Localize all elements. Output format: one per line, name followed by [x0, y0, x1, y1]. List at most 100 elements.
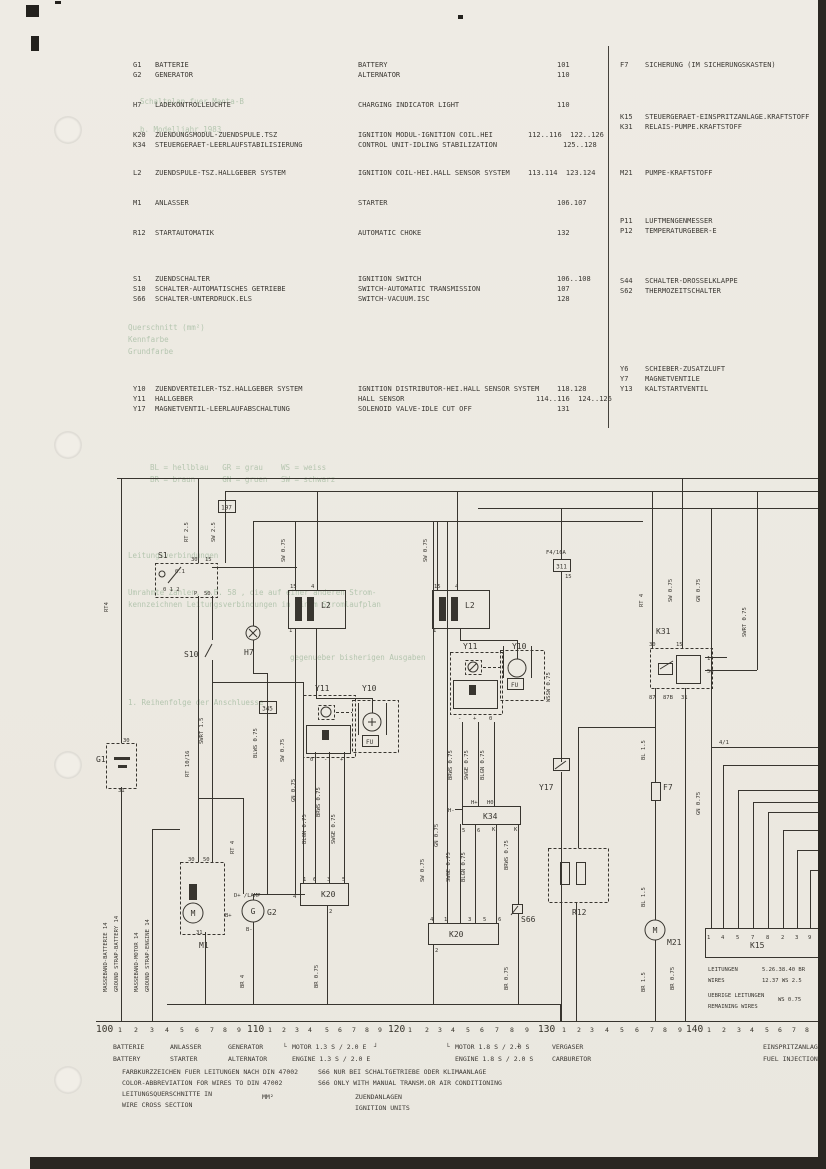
punch-hole — [54, 1066, 82, 1094]
legend-name-en: STARTER — [358, 199, 388, 207]
schematic-label: M1 — [199, 941, 209, 950]
wire-color-label: BL 1.5 — [641, 887, 647, 907]
schematic-label: 5 — [483, 917, 486, 923]
component-circle — [507, 658, 527, 678]
schematic-label: 2 — [781, 935, 784, 941]
legend-code: S66 — [133, 295, 146, 303]
component-box — [288, 590, 346, 629]
component-filled-bar — [114, 757, 130, 760]
wire-color-label: BRWS 0.75 — [448, 750, 454, 780]
schematic-label: K — [492, 827, 496, 833]
schematic-label: 0.1 — [175, 569, 185, 575]
scale-minor-number: 7 — [495, 1026, 499, 1034]
wire-color-label: WSSW 0.75 — [546, 672, 552, 702]
legend-code: S62 — [620, 287, 633, 295]
bleedthrough-text: BR = braun GN = gruen SW = schwarz — [150, 475, 336, 484]
wire-color-label: BLGN 0.75 — [302, 814, 308, 844]
schematic-label: 3 — [468, 917, 471, 923]
wire-color-label: GN 0.75 — [696, 792, 702, 815]
component-contact-line — [248, 628, 258, 638]
schematic-label: - — [324, 757, 327, 763]
component-circle — [158, 570, 166, 578]
wire-color-label: SW 0.75 — [281, 539, 287, 562]
legend-name-de: HALLGEBER — [155, 395, 193, 403]
scale-minor-number: 7 — [792, 1026, 796, 1034]
bleedthrough-text: Schaltplan fuer Manta-B — [140, 97, 244, 106]
schematic-label: 2 — [329, 909, 332, 915]
schematic-label: REMAINING WIRES — [708, 1004, 758, 1010]
legend-name-en: IGNITION SWITCH — [358, 275, 422, 283]
component-contact-line — [167, 566, 182, 584]
wire-reference-box — [553, 559, 571, 572]
scale-minor-number: 7 — [210, 1026, 214, 1034]
legend-name-de: STARTAUTOMATIK — [155, 229, 215, 237]
component-dashed-outline — [352, 700, 399, 753]
scale-minor-number: 1 — [408, 1026, 412, 1034]
wire-color-label: SWGE 0.75 — [446, 852, 452, 882]
legend-circuit-numbers: 110 — [557, 101, 570, 109]
component-box — [560, 862, 570, 885]
legend-code: K34 — [133, 141, 146, 149]
wire-color-label: BR 4 — [240, 974, 246, 988]
legend-name-de: SCHALTER-AUTOMATISCHES GETRIEBE — [155, 285, 286, 293]
scale-minor-number: 6 — [338, 1026, 342, 1034]
legend-code: F7 — [620, 61, 629, 69]
legend-circuit-numbers: 114..116 124..126 — [536, 395, 612, 403]
legend-name-de: ANLASSER — [155, 199, 189, 207]
scale-minor-number: 8 — [510, 1026, 514, 1034]
scale-minor-number: 3 — [438, 1026, 442, 1034]
section-caption-en: CARBURETOR — [552, 1055, 592, 1063]
scale-minor-number: 2 — [722, 1026, 726, 1034]
component-circle — [241, 899, 265, 923]
component-circle-letter: M — [191, 909, 196, 918]
section-caption-de: BATTERIE — [113, 1043, 145, 1051]
schematic-label: 15 — [676, 642, 683, 648]
scale-minor-number: 1 — [707, 1026, 711, 1034]
legend-name-de: BATTERIE — [155, 61, 189, 69]
legend-code: S10 — [133, 285, 146, 293]
wire-reference-number: 345 — [262, 706, 273, 713]
legend-name-de: SICHERUNG (IM SICHERUNGSKASTEN) — [645, 61, 776, 69]
schematic-label: FU — [511, 682, 519, 689]
legend-circuit-numbers: 113.114 123.124 — [528, 169, 596, 177]
schematic-label: Y11 — [463, 642, 478, 651]
component-box — [428, 923, 499, 945]
schematic-label: H7 — [244, 648, 254, 657]
schematic-label: 87 — [649, 695, 656, 701]
component-dashed-outline — [650, 648, 713, 689]
scale-minor-number: 8 — [223, 1026, 227, 1034]
wire-color-label: MASSEBAND-MOTOR 14 — [134, 932, 140, 992]
legend-name-de: LADEKONTROLLEUCHTE — [155, 101, 231, 109]
scale-minor-number: 6 — [778, 1026, 782, 1034]
wire-color-label: RT 4 — [230, 840, 236, 854]
page-bottom-edge-shadow — [30, 1157, 826, 1169]
note-color-abbrev-en: COLOR-ABBREVIATION FOR WIRES TO DIN 4700… — [122, 1079, 283, 1087]
schematic-label: Y10 — [512, 642, 527, 651]
wire-color-label: RT 4 — [639, 593, 645, 607]
scale-minor-number: 4 — [451, 1026, 455, 1034]
component-dashed-outline — [500, 650, 545, 701]
scale-minor-number: 8 — [805, 1026, 809, 1034]
component-filled-bar — [189, 884, 197, 900]
scale-major-number: 120 — [388, 1024, 406, 1035]
section-caption-de: MOTOR 1.8 S / 2.0 S — [455, 1043, 530, 1051]
scale-minor-number: 4 — [750, 1026, 754, 1034]
schematic-label: 50 — [707, 669, 714, 675]
schematic-label: 5 — [342, 877, 345, 883]
schematic-label: K31 — [656, 627, 671, 636]
schematic-label: 4 — [430, 917, 434, 923]
scale-minor-number: 3 — [737, 1026, 741, 1034]
component-contact-line — [659, 660, 674, 670]
legend-code: H7 — [133, 101, 142, 109]
wire-color-label: SW 0.75 — [280, 739, 286, 762]
caption-bracket: └ — [283, 1043, 287, 1051]
legend-name-de: ZUENDVERTEILER-TSZ.HALLGEBER SYSTEM — [155, 385, 303, 393]
note-ignition-units-de: ZUENDANLAGEN — [355, 1093, 402, 1101]
scale-minor-number: 1 — [118, 1026, 122, 1034]
